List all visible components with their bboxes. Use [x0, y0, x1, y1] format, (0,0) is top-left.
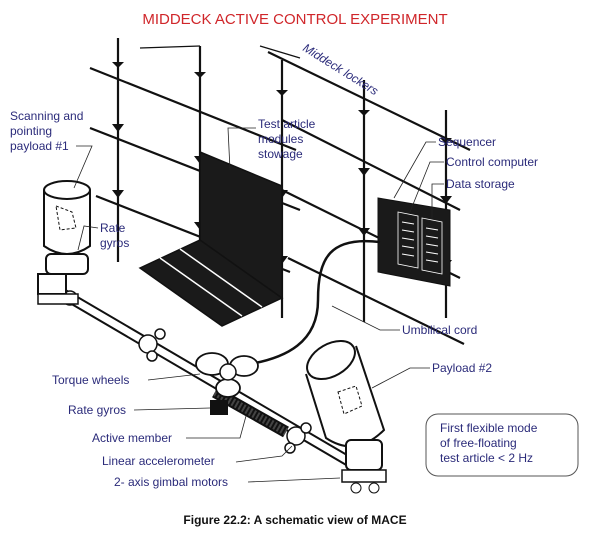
leader-data-storage	[431, 183, 444, 218]
label-umbilical-cord: Umbilical cord	[402, 323, 477, 337]
label-scanning-payload-line3: payload #1	[10, 139, 69, 153]
label-scanning-payload-line1: Scanning and	[10, 109, 83, 123]
payload-2	[305, 340, 387, 494]
leader-rate-gyros-top	[77, 225, 99, 251]
label-gimbal-motors: 2- axis gimbal motors	[114, 475, 228, 489]
diagram-title: MIDDECK ACTIVE CONTROL EXPERIMENT	[142, 11, 447, 28]
note-line3: test article < 2 Hz	[440, 451, 533, 465]
label-rate-gyros-top-line2: gyros	[100, 236, 129, 250]
label-test-article-line1: Test article	[258, 117, 316, 131]
label-linear-accelerometer: Linear accelerometer	[102, 454, 215, 468]
leader-payload-2	[371, 367, 430, 389]
label-test-article-line2: modules	[258, 132, 303, 146]
label-rate-gyros-top-line1: Rate	[100, 221, 126, 235]
label-test-article-line3: stowage	[258, 147, 303, 161]
leader-rate-gyros	[133, 407, 211, 411]
leader-active-member	[186, 415, 247, 439]
leader-scanning-payload	[73, 145, 93, 189]
payload-1	[37, 180, 91, 305]
leader-test-article	[227, 127, 256, 171]
label-torque-wheels: Torque wheels	[52, 373, 129, 387]
label-data-storage: Data storage	[446, 177, 515, 191]
figure-caption: Figure 22.2: A schematic view of MACE	[183, 513, 406, 527]
leader-control-computer	[409, 161, 444, 213]
label-sequencer: Sequencer	[438, 135, 496, 149]
leader-linear-accelerometer	[235, 445, 293, 463]
leader-torque-wheels	[147, 373, 201, 381]
torque-wheels	[195, 352, 259, 398]
umbilical-cord	[235, 239, 381, 368]
label-scanning-payload-line2: pointing	[10, 124, 52, 138]
note-box	[425, 413, 579, 477]
leader-sequencer	[393, 141, 436, 199]
leader-gimbal-motors	[247, 477, 341, 483]
test-article-stowage	[138, 150, 284, 327]
label-payload-2: Payload #2	[432, 361, 492, 375]
rate-gyro-block	[210, 400, 228, 415]
label-control-computer: Control computer	[446, 155, 538, 169]
label-rate-gyros: Rate gyros	[68, 403, 126, 417]
label-active-member: Active member	[92, 431, 172, 445]
label-middeck-lockers: Middeck lockers	[300, 41, 380, 98]
note-line1: First flexible mode	[440, 421, 538, 435]
leader-umbilical-cord	[331, 305, 400, 331]
electronics-panel	[377, 197, 451, 287]
note-line2: of free-floating	[440, 436, 517, 450]
